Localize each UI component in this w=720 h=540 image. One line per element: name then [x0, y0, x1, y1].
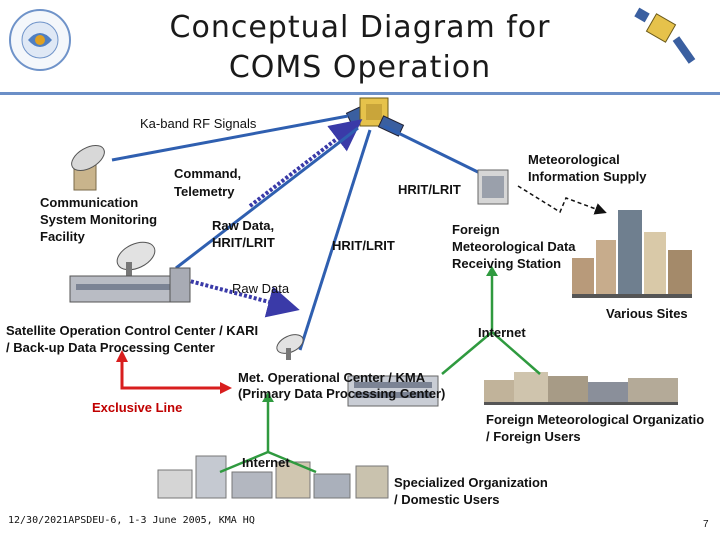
hrit-to-kma-link: [298, 129, 372, 351]
met-info-supply-link: [517, 185, 607, 215]
specialized-org-label-2: / Domestic Users: [394, 492, 500, 507]
various-sites-icon: [572, 210, 692, 298]
footer-source: 12/30/2021APSDEU-6, 1-3 June 2005, KMA H…: [8, 515, 255, 526]
socc-building-icon: [69, 241, 191, 303]
socc-label-2: / Back-up Data Processing Center: [6, 340, 215, 355]
hrit-to-foreign-link: [383, 124, 487, 178]
csmf-label-2: System Monitoring: [40, 212, 158, 227]
raw-data-link: [175, 126, 359, 270]
command-label: Command,: [174, 166, 242, 181]
satellite-icon-corner: [634, 7, 696, 64]
page-number: 7: [703, 519, 709, 530]
kma-antenna-icon: [276, 334, 304, 360]
met-info-label-2: Information Supply: [528, 169, 647, 184]
foreign-org-label-2: / Foreign Users: [486, 429, 581, 444]
internet-bottom-label: Internet: [242, 455, 290, 470]
met-info-label-1: Meteorological: [528, 152, 620, 167]
foreign-station-label-1: Foreign: [452, 222, 500, 237]
internet-right-label: Internet: [478, 325, 526, 340]
foreign-org-buildings-icon: [484, 372, 678, 405]
socc-label-1: Satellite Operation Control Center / KAR…: [6, 323, 259, 338]
internet-link-right: [441, 266, 541, 375]
ka-band-label: Ka-band RF Signals: [140, 116, 257, 131]
met-center-label-2: (Primary Data Processing Center): [238, 386, 446, 401]
raw-hrit-label-2: HRIT/LRIT: [212, 235, 275, 250]
raw-hrit-label-1: Raw Data,: [212, 218, 275, 233]
csmf-label-1: Communication: [40, 195, 139, 210]
met-center-label-1: Met. Operational Center / KMA: [238, 370, 426, 385]
foreign-station-label-2: Meteorological Data: [452, 239, 576, 254]
foreign-station-label-3: Receiving Station: [452, 256, 562, 271]
csmf-antenna-icon: [71, 145, 105, 191]
domestic-users-buildings-icon: [157, 455, 389, 499]
title-line-1: Conceptual Diagram for: [169, 10, 551, 45]
exclusive-line-label: Exclusive Line: [92, 400, 183, 415]
csmf-label-3: Facility: [40, 229, 85, 244]
specialized-org-label-1: Specialized Organization: [394, 475, 548, 490]
kma-building-icon: [347, 375, 439, 407]
ka-band-link: [111, 114, 349, 162]
various-sites-label: Various Sites: [606, 306, 688, 321]
agency-logo: [9, 9, 71, 71]
title-line-2: COMS Operation: [228, 50, 492, 85]
internet-link-bottom: [219, 392, 317, 474]
foreign-station-icon: [477, 169, 509, 205]
raw-data-label: Raw Data: [232, 281, 290, 296]
telemetry-label: Telemetry: [174, 184, 235, 199]
exclusive-line-arrow: [116, 350, 232, 394]
foreign-org-label-1: Foreign Meteorological Organizatio: [486, 412, 705, 427]
hrit-lrit-upper-label: HRIT/LRIT: [398, 182, 461, 197]
page-title: Conceptual Diagram for COMS Operation: [0, 8, 720, 88]
raw-data-transfer: [185, 278, 300, 318]
command-telemetry-link: [248, 119, 363, 208]
title-divider: [0, 92, 720, 95]
hrit-lrit-lower-label: HRIT/LRIT: [332, 238, 395, 253]
